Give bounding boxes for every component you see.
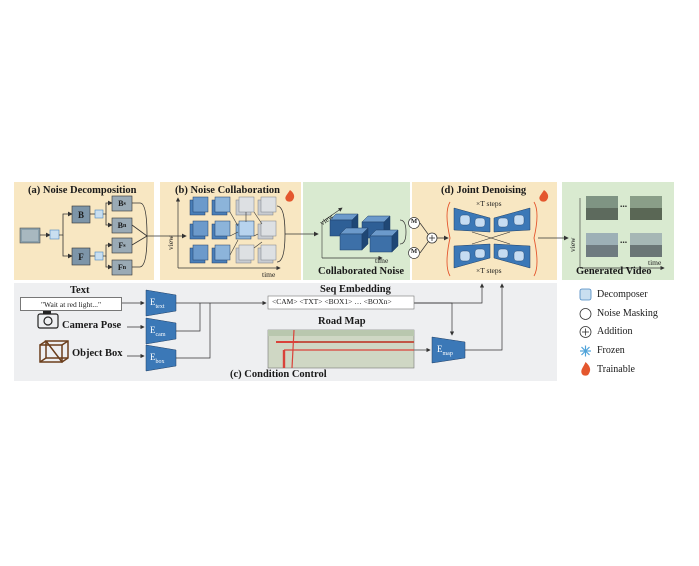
noise-collaboration-graphic [175, 196, 319, 271]
legend-noise-masking: Noise Masking [597, 308, 658, 319]
camera-pose-label: Camera Pose [62, 320, 122, 331]
box-encoder-label: Ebox [150, 352, 165, 365]
object-box-icon [39, 340, 69, 364]
steps-top-label: ×T steps [476, 199, 502, 208]
legend-addition: Addition [597, 326, 633, 337]
joint-denoising-title: (d) Joint Denoising [441, 185, 527, 196]
noise-masking-mark-1: M [411, 218, 418, 225]
collaborated-noise-graphic [321, 207, 407, 261]
noise-decomposition-title: (a) Noise Decomposition [28, 185, 137, 196]
camera-encoder-label: Ecam [150, 325, 166, 338]
background-noise-label: B [77, 209, 84, 220]
condition-control-title: (c) Condition Control [230, 369, 327, 380]
video-view-axis: view [568, 237, 577, 252]
text-label: Text [70, 285, 90, 296]
legend-graphic [285, 190, 592, 376]
trainable-icon [581, 362, 591, 376]
generated-video-title: Generated Video [576, 266, 652, 277]
legend-decomposer: Decomposer [597, 289, 648, 300]
noise-time-axis: time [375, 256, 389, 265]
joint-denoising-graphic [408, 201, 569, 277]
text-prompt-box: "Wait at red light..." [20, 297, 122, 311]
legend-trainable: Trainable [597, 364, 635, 375]
video-dots-1: ... [620, 200, 628, 210]
steps-bottom-label: ×T steps [476, 266, 502, 275]
map-encoder-label: Emap [437, 344, 453, 357]
collaborated-noise-title: Collaborated Noise [318, 266, 405, 277]
noise-decomposition-graphic [19, 195, 187, 276]
noise-masking-icon [579, 308, 592, 320]
collab-time-axis: time [262, 270, 276, 279]
collab-view-axis: view [166, 235, 175, 250]
frozen-icon [580, 345, 591, 357]
seq-embedding-value: <CAM> <TXT> <BOX1> … <BOXn> [272, 297, 392, 306]
seq-embedding-title: Seq Embedding [320, 284, 391, 295]
road-map-title: Road Map [318, 316, 366, 327]
legend-frozen: Frozen [597, 345, 625, 356]
text-encoder-label: Etext [150, 297, 165, 310]
video-time-axis: time [648, 258, 662, 267]
panel-noise-collaboration [160, 182, 301, 280]
noise-collaboration-title: (b) Noise Collaboration [175, 185, 280, 196]
video-dots-2: ... [620, 236, 628, 246]
condition-control-graphic [37, 283, 505, 372]
object-box-label: Object Box [72, 348, 123, 359]
generated-video-graphic [579, 196, 665, 271]
foreground-noise-label: F [78, 251, 84, 262]
camera-icon [37, 313, 59, 329]
decomposer-icon [579, 288, 592, 301]
noise-masking-mark-2: M [411, 248, 418, 255]
